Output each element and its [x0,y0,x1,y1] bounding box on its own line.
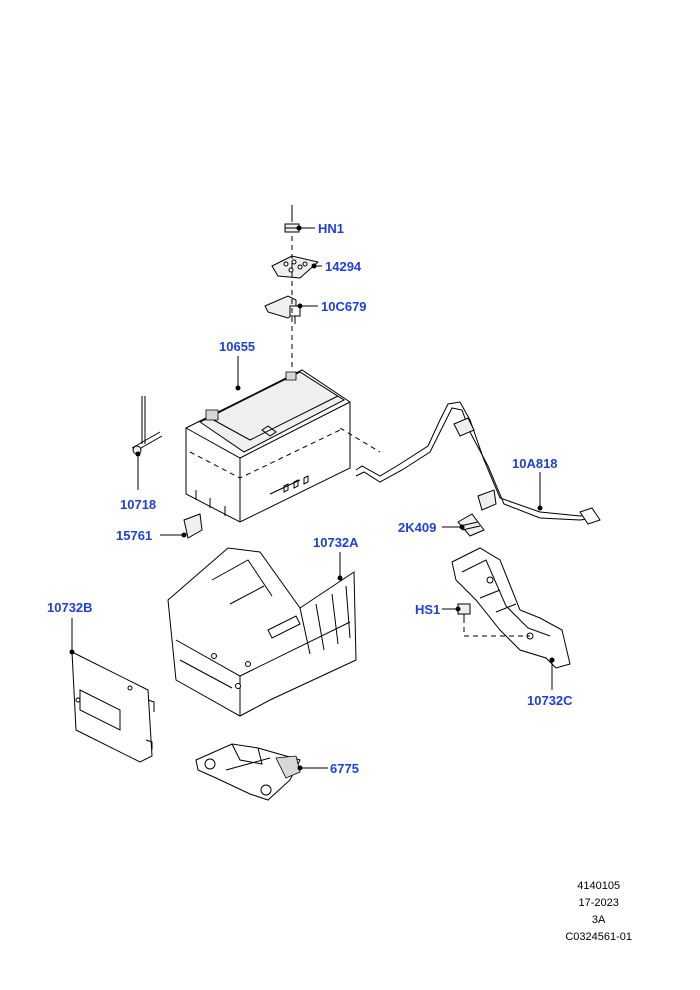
panel-10732b-drawing [71,651,155,763]
label-2k409: 2K409 [398,520,436,535]
label-hn1: HN1 [318,221,344,236]
battery-10655-drawing [185,369,351,523]
plate-14294-drawing [271,255,320,279]
footer-line-1: 4140105 [577,880,621,892]
label-10655: 10655 [219,339,255,354]
label-hs1: HS1 [415,602,440,617]
footer-line-2: 17-2023 [578,897,619,909]
footer-line-3: 3A [591,914,606,926]
label-14294: 14294 [325,259,362,274]
label-10732a: 10732A [313,535,359,550]
bracket-10732c-drawing [451,547,571,669]
cable-10a818-drawing [339,401,601,525]
pad-15761-drawing [183,513,203,539]
clamp-10c679-drawing [264,295,301,324]
label-10718: 10718 [120,497,156,512]
label-6775: 6775 [330,761,359,776]
label-10732b: 10732B [47,600,93,615]
bolt-hs1-drawing [457,603,471,622]
diagram-reference-block: 4140105 17-2023 3A C0324561-01 [565,878,632,946]
label-10a818: 10A818 [512,456,558,471]
footer-line-4: C0324561-01 [565,931,632,943]
support-6775-drawing [195,743,301,801]
label-10c679: 10C679 [321,299,367,314]
tray-10732a-drawing [167,547,357,717]
vent-tube-10718-drawing [131,396,163,455]
label-15761: 15761 [116,528,152,543]
label-10732c: 10732C [527,693,573,708]
